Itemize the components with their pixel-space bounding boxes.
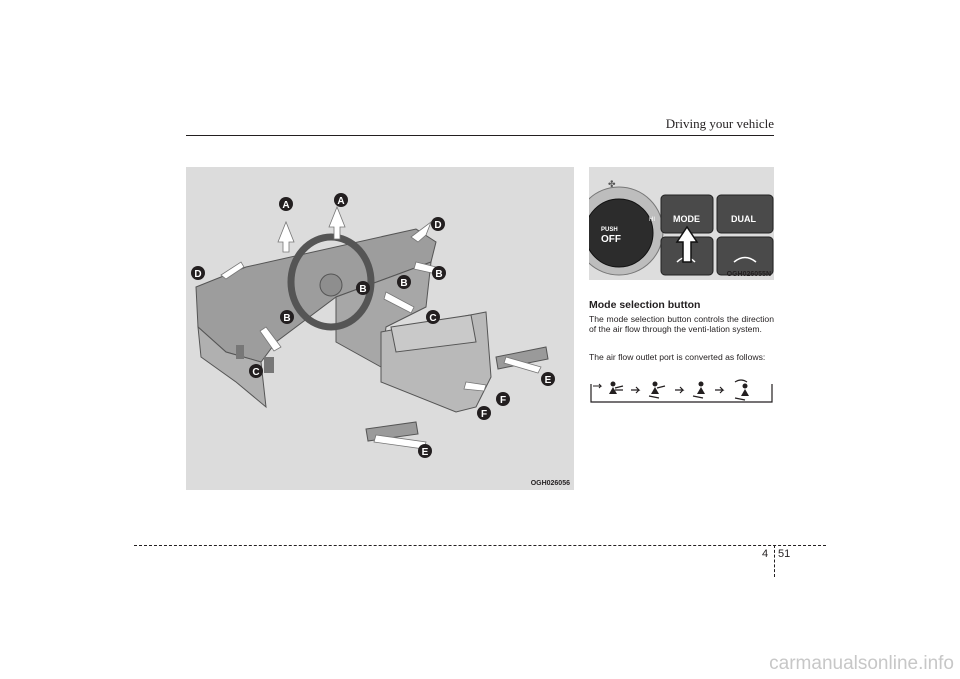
dashboard-airflow-illustration: A A D D B B B B C C E E F F OGH026056 — [186, 167, 574, 490]
press-arrow-icon — [675, 225, 699, 263]
callout-d: D — [431, 217, 445, 231]
watermark: carmanualsonline.info — [769, 653, 954, 674]
dual-label: DUAL — [731, 214, 756, 224]
svg-text:B: B — [435, 269, 442, 280]
svg-text:A: A — [282, 200, 289, 211]
figure-code: OGH026055N — [726, 271, 771, 278]
control-panel-drawing: PUSH OFF HI ✤ MODE DUAL — [589, 167, 774, 280]
dual-button[interactable] — [716, 194, 774, 234]
callout-a: A — [279, 197, 293, 211]
callout-layer: A A D D B B B B C C E E F F — [191, 193, 555, 458]
svg-text:B: B — [400, 278, 407, 289]
page-number: 51 — [778, 548, 791, 560]
header-rule — [186, 135, 774, 136]
svg-text:B: B — [283, 313, 290, 324]
airflow-arrows — [220, 205, 542, 450]
arrow-right-icon — [675, 386, 685, 394]
page-divider — [774, 545, 775, 577]
callout-f: F — [477, 406, 491, 420]
paragraph: The air flow outlet port is converted as… — [589, 352, 766, 362]
callout-d: D — [191, 266, 205, 280]
svg-text:D: D — [434, 220, 441, 231]
steering-hub — [319, 273, 343, 297]
callout-b: B — [397, 275, 411, 289]
defrost-rear-button[interactable] — [716, 236, 774, 276]
callout-a: A — [334, 193, 348, 207]
footer-rule — [134, 545, 826, 546]
fan-knob[interactable] — [589, 198, 654, 268]
floor-defrost-icon — [734, 379, 749, 401]
svg-text:E: E — [545, 375, 552, 386]
svg-text:B: B — [359, 284, 366, 295]
paragraph: The mode selection button controls the d… — [589, 314, 774, 335]
off-label: OFF — [601, 234, 621, 245]
mode-label: MODE — [673, 214, 700, 224]
floor-icon — [692, 381, 705, 399]
callout-f: F — [496, 392, 510, 406]
pedal — [236, 345, 244, 359]
mode-sequence-diagram — [589, 378, 774, 404]
callout-b: B — [356, 281, 370, 295]
chapter-number: 4 — [762, 548, 769, 560]
push-label: PUSH — [601, 227, 618, 233]
svg-text:C: C — [252, 367, 259, 378]
bi-level-icon — [648, 381, 666, 399]
mode-button-panel-illustration: PUSH OFF HI ✤ MODE DUAL OGH026055N — [589, 167, 774, 280]
callout-c: C — [426, 310, 440, 324]
rear-defrost-icon — [733, 256, 757, 263]
svg-text:D: D — [194, 269, 201, 280]
armrest — [390, 314, 477, 353]
page-header-title: Driving your vehicle — [665, 116, 774, 131]
section-heading: Mode selection button — [589, 299, 701, 311]
steering-wheel — [287, 233, 375, 331]
fan-icon: ✤ — [608, 180, 616, 190]
callout-e: E — [418, 444, 432, 458]
svg-text:A: A — [337, 196, 344, 207]
arrow-right-icon — [631, 386, 641, 394]
figure-code: OGH026056 — [530, 480, 570, 487]
face-vent-icon — [609, 381, 624, 394]
hi-label: HI — [649, 217, 655, 223]
svg-text:C: C — [429, 313, 436, 324]
svg-text:F: F — [500, 395, 506, 406]
svg-text:E: E — [422, 447, 429, 458]
callout-b: B — [432, 266, 446, 280]
callout-c: C — [249, 364, 263, 378]
callout-e: E — [541, 372, 555, 386]
arrow-right-icon — [715, 386, 725, 394]
mode-sequence-svg — [590, 379, 773, 403]
dashboard-left-panel — [197, 325, 267, 409]
callout-b: B — [280, 310, 294, 324]
svg-text:F: F — [481, 409, 487, 420]
pedal — [264, 357, 274, 373]
